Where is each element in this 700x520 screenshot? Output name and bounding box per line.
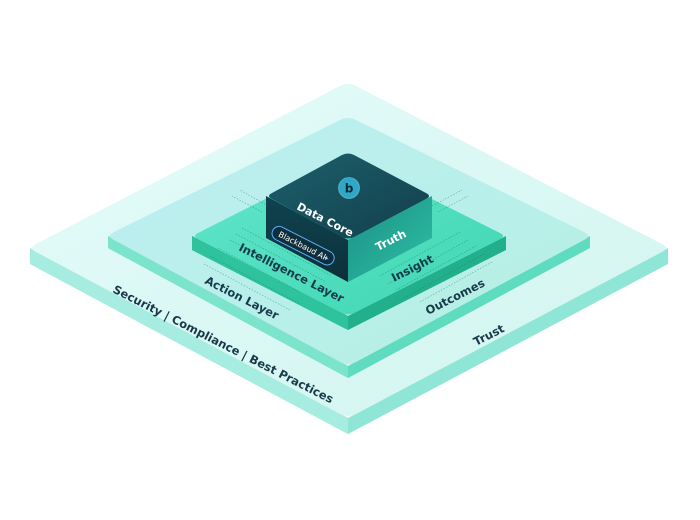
action-platform-side-left — [108, 236, 348, 378]
sparkle-icon: ✦ — [321, 253, 331, 264]
intelligence-platform-side-left — [192, 236, 348, 330]
logo-glyph: b — [345, 182, 354, 196]
foundation-platform-side-left — [30, 248, 348, 434]
data-core-cube: b Data Core Truth Blackbaud AI ✦ — [266, 153, 432, 282]
circuit-lines — [203, 189, 493, 311]
blackbaud-logo: b — [338, 177, 360, 199]
core-right-face — [348, 196, 432, 282]
